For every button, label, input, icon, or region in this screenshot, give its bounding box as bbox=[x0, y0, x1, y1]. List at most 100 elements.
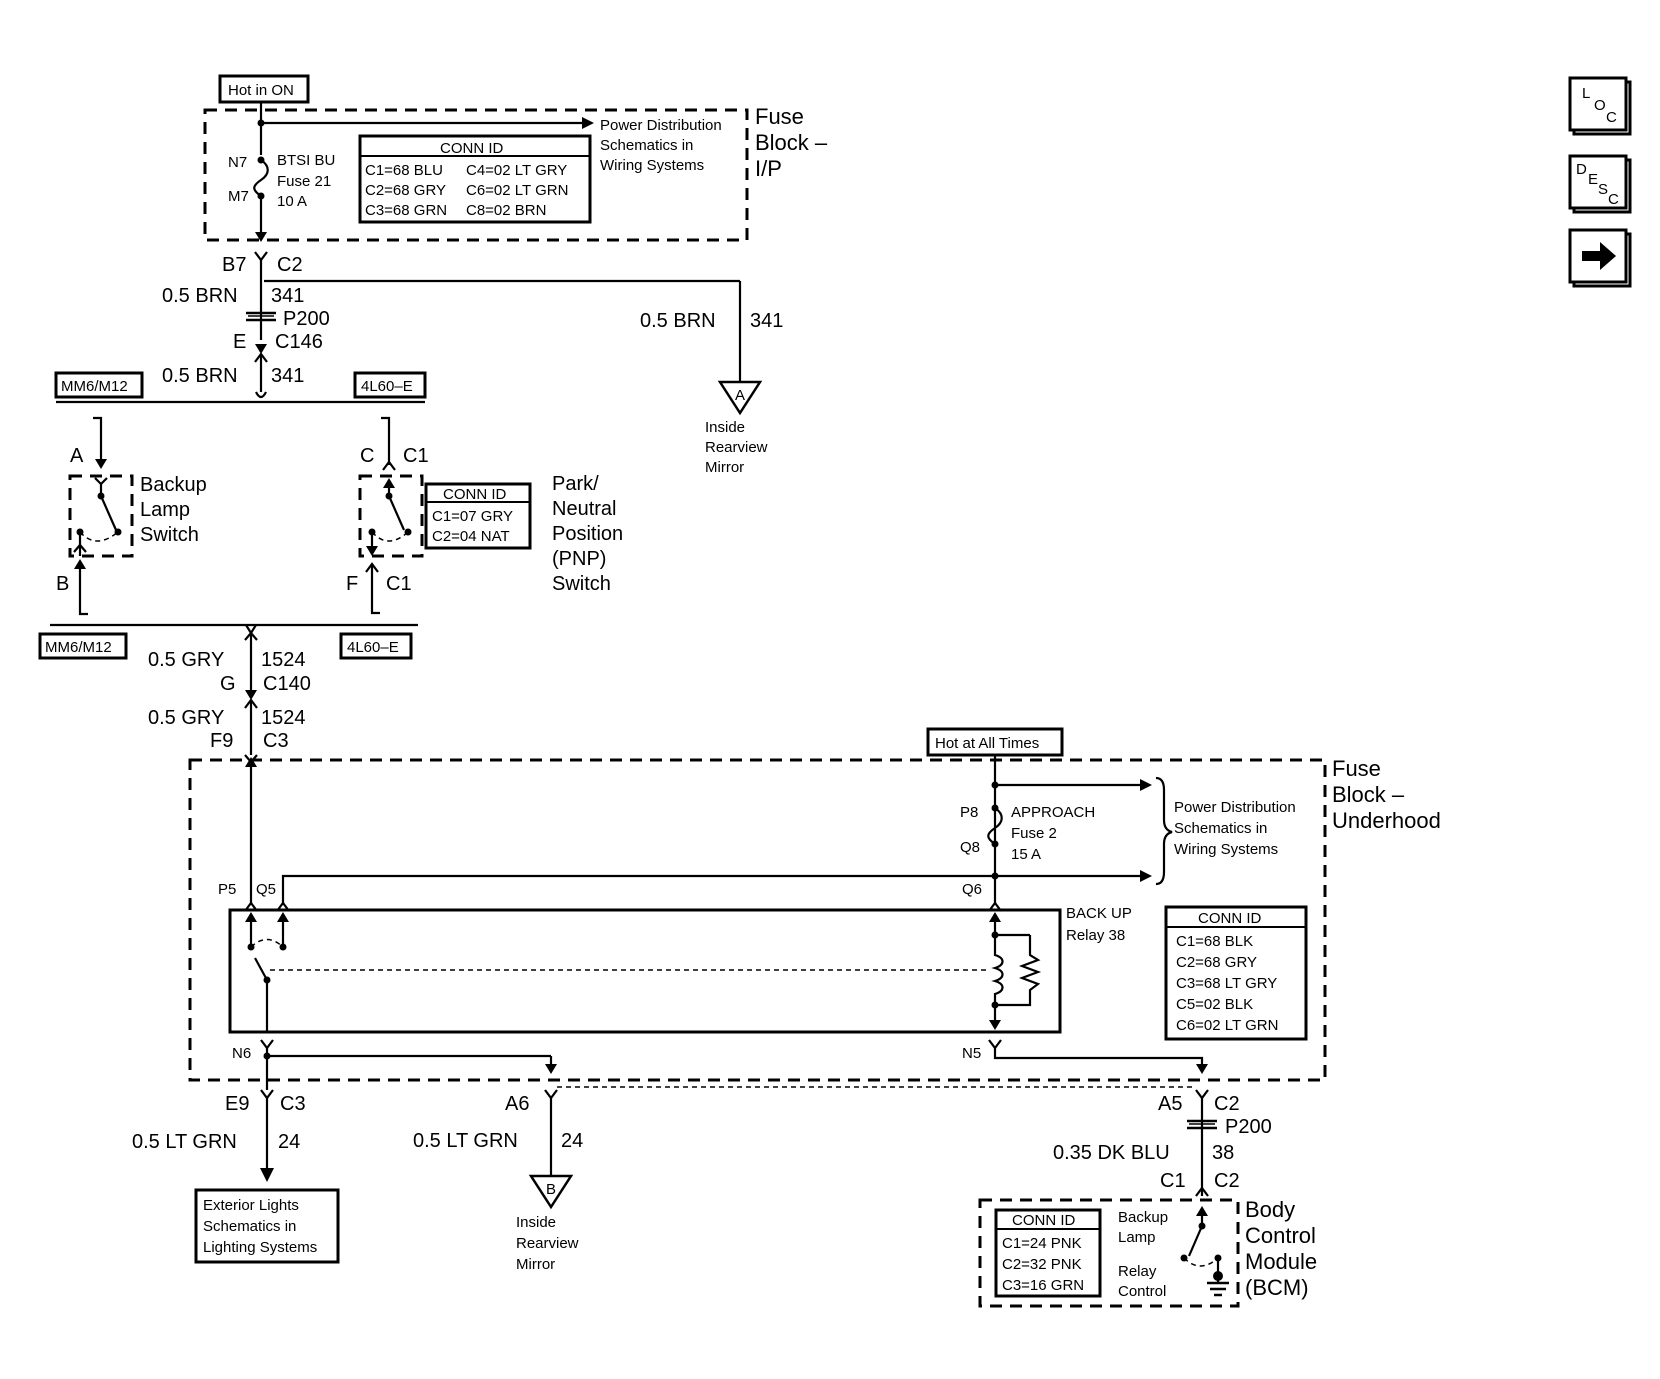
svg-text:C4=02 LT GRY: C4=02 LT GRY bbox=[466, 162, 567, 179]
svg-text:BTSI BU: BTSI BU bbox=[277, 152, 335, 169]
desc-letter-d: D bbox=[1576, 161, 1587, 178]
pnp-switch-title: Park/ Neutral Position (PNP) Switch bbox=[552, 473, 623, 595]
connector-c1-bcm: C1 bbox=[1160, 1170, 1186, 1192]
svg-text:Backup: Backup bbox=[140, 474, 207, 496]
next-button[interactable] bbox=[1568, 228, 1632, 288]
circuit-1524-2: 1524 bbox=[261, 707, 306, 729]
pin-a: A bbox=[70, 445, 84, 467]
svg-text:CONN ID: CONN ID bbox=[440, 140, 504, 157]
svg-text:C1=68 BLU: C1=68 BLU bbox=[365, 162, 443, 179]
exterior-lights-ref[interactable]: Exterior Lights Schematics in Lighting S… bbox=[194, 1188, 340, 1264]
circuit-341-2: 341 bbox=[271, 365, 304, 387]
arrow-right-icon bbox=[1140, 870, 1152, 882]
svg-text:C2=32 PNK: C2=32 PNK bbox=[1002, 1256, 1082, 1273]
circuit-341-branch: 341 bbox=[750, 310, 783, 332]
backup-relay-box bbox=[228, 908, 1062, 1034]
backup-lamp-switch-boundary bbox=[68, 474, 134, 558]
svg-text:4L60–E: 4L60–E bbox=[361, 378, 413, 395]
power-distribution-ref-ip[interactable]: Power Distribution Schematics in Wiring … bbox=[600, 117, 722, 174]
btsi-fuse-label: BTSI BU Fuse 21 10 A bbox=[277, 152, 335, 210]
svg-text:C6=02 LT GRN: C6=02 LT GRN bbox=[466, 182, 568, 199]
bcm-title: Body Control Module (BCM) bbox=[1245, 1197, 1317, 1300]
svg-text:C3=68 GRN: C3=68 GRN bbox=[365, 202, 447, 219]
splice-pack-p200-upper bbox=[246, 311, 276, 322]
connector-c146: C146 bbox=[275, 331, 323, 353]
desc-letter-c: C bbox=[1608, 191, 1619, 208]
svg-text:Inside: Inside bbox=[705, 419, 745, 436]
relay-coil-icon bbox=[989, 912, 1042, 1030]
connector-b7-c2 bbox=[254, 251, 268, 262]
svg-text:Fuse: Fuse bbox=[755, 104, 804, 129]
pin-b7: B7 bbox=[222, 254, 246, 276]
bcm-control-label: Backup Lamp Relay Control bbox=[1118, 1209, 1168, 1300]
connector-c2: C2 bbox=[277, 254, 303, 276]
option-label-mm6-lower: MM6/M12 bbox=[38, 632, 128, 660]
svg-text:Mirror: Mirror bbox=[516, 1256, 555, 1273]
svg-text:CONN ID: CONN ID bbox=[1198, 910, 1262, 927]
svg-text:Hot in ON: Hot in ON bbox=[228, 82, 294, 99]
svg-text:Mirror: Mirror bbox=[705, 459, 744, 476]
svg-text:Switch: Switch bbox=[552, 573, 611, 595]
svg-text:A: A bbox=[735, 387, 745, 404]
svg-text:C1=24 PNK: C1=24 PNK bbox=[1002, 1235, 1082, 1252]
power-distribution-ref-underhood[interactable]: Power Distribution Schematics in Wiring … bbox=[1174, 799, 1296, 858]
connector-c2-lower: C2 bbox=[1214, 1093, 1240, 1115]
wire-gauge-brn-branch: 0.5 BRN bbox=[640, 310, 716, 332]
wire-gauge-brn-2: 0.5 BRN bbox=[162, 365, 238, 387]
svg-text:C3=68 LT GRY: C3=68 LT GRY bbox=[1176, 975, 1277, 992]
svg-text:(PNP): (PNP) bbox=[552, 548, 606, 570]
svg-text:APPROACH: APPROACH bbox=[1011, 804, 1095, 821]
option-label-mm6-upper: MM6/M12 bbox=[54, 371, 144, 399]
svg-text:C1=07 GRY: C1=07 GRY bbox=[432, 508, 513, 525]
wire-gauge-brn-1: 0.5 BRN bbox=[162, 285, 238, 307]
svg-text:BACK UP: BACK UP bbox=[1066, 905, 1132, 922]
conn-id-table-bcm: CONN ID C1=24 PNK C2=32 PNK C3=16 GRN bbox=[994, 1208, 1102, 1298]
backup-lamp-switch-icon bbox=[76, 477, 122, 556]
desc-letter-e: E bbox=[1588, 171, 1598, 188]
pin-f: F bbox=[346, 573, 358, 595]
terminal-q5: Q5 bbox=[256, 881, 276, 898]
loc-letter-c: C bbox=[1606, 109, 1617, 126]
svg-text:C2=04 NAT: C2=04 NAT bbox=[432, 528, 510, 545]
fuse-block-underhood-title: Fuse Block – Underhood bbox=[1332, 756, 1441, 833]
pin-f9: F9 bbox=[210, 730, 233, 752]
svg-text:10 A: 10 A bbox=[277, 193, 307, 210]
ref-a-triangle[interactable]: A bbox=[717, 380, 763, 416]
arrow-right-icon bbox=[1582, 242, 1616, 270]
desc-button[interactable]: D E S C bbox=[1568, 154, 1632, 214]
svg-text:Switch: Switch bbox=[140, 524, 199, 546]
circuit-38: 38 bbox=[1212, 1142, 1234, 1164]
ground-icon bbox=[1207, 1271, 1229, 1297]
svg-text:Relay 38: Relay 38 bbox=[1066, 927, 1125, 944]
conn-id-table-underhood: CONN ID C1=68 BLK C2=68 GRY C3=68 LT GRY… bbox=[1164, 905, 1308, 1041]
svg-text:C2=68 GRY: C2=68 GRY bbox=[365, 182, 446, 199]
svg-text:Hot at All Times: Hot at All Times bbox=[935, 735, 1039, 752]
pin-a5: A5 bbox=[1158, 1093, 1182, 1115]
mirror-b-label: Inside Rearview Mirror bbox=[516, 1214, 579, 1273]
svg-text:Schematics in: Schematics in bbox=[203, 1218, 296, 1235]
svg-text:Underhood: Underhood bbox=[1332, 808, 1441, 833]
svg-text:Schematics in: Schematics in bbox=[600, 137, 693, 154]
svg-text:Rearview: Rearview bbox=[516, 1235, 579, 1252]
svg-text:Control: Control bbox=[1245, 1223, 1316, 1248]
pin-a6: A6 bbox=[505, 1093, 529, 1115]
wire-gauge-gry-2: 0.5 GRY bbox=[148, 707, 224, 729]
circuit-24-1: 24 bbox=[278, 1131, 300, 1153]
conn-id-table-pnp: CONN ID C1=07 GRY C2=04 NAT bbox=[424, 482, 532, 550]
svg-text:Position: Position bbox=[552, 523, 623, 545]
relay-switch-icon bbox=[245, 912, 990, 1032]
hot-at-all-times-label: Hot at All Times bbox=[926, 727, 1064, 757]
fuse-block-underhood-boundary bbox=[188, 758, 1327, 1082]
conn-id-table-ip: CONN ID C1=68 BLU C4=02 LT GRY C2=68 GRY… bbox=[358, 134, 592, 224]
svg-text:(BCM): (BCM) bbox=[1245, 1275, 1309, 1300]
arrow-right-icon bbox=[582, 117, 594, 129]
hot-in-on-label: Hot in ON bbox=[218, 74, 310, 104]
pin-g: G bbox=[220, 673, 236, 695]
ref-b-triangle[interactable]: B bbox=[528, 1174, 574, 1210]
svg-text:C2=68 GRY: C2=68 GRY bbox=[1176, 954, 1257, 971]
fuse-icon bbox=[253, 159, 269, 197]
svg-text:Block –: Block – bbox=[1332, 782, 1405, 807]
loc-button[interactable]: L O C bbox=[1568, 76, 1632, 136]
svg-text:Relay: Relay bbox=[1118, 1263, 1157, 1280]
svg-text:Exterior Lights: Exterior Lights bbox=[203, 1197, 299, 1214]
